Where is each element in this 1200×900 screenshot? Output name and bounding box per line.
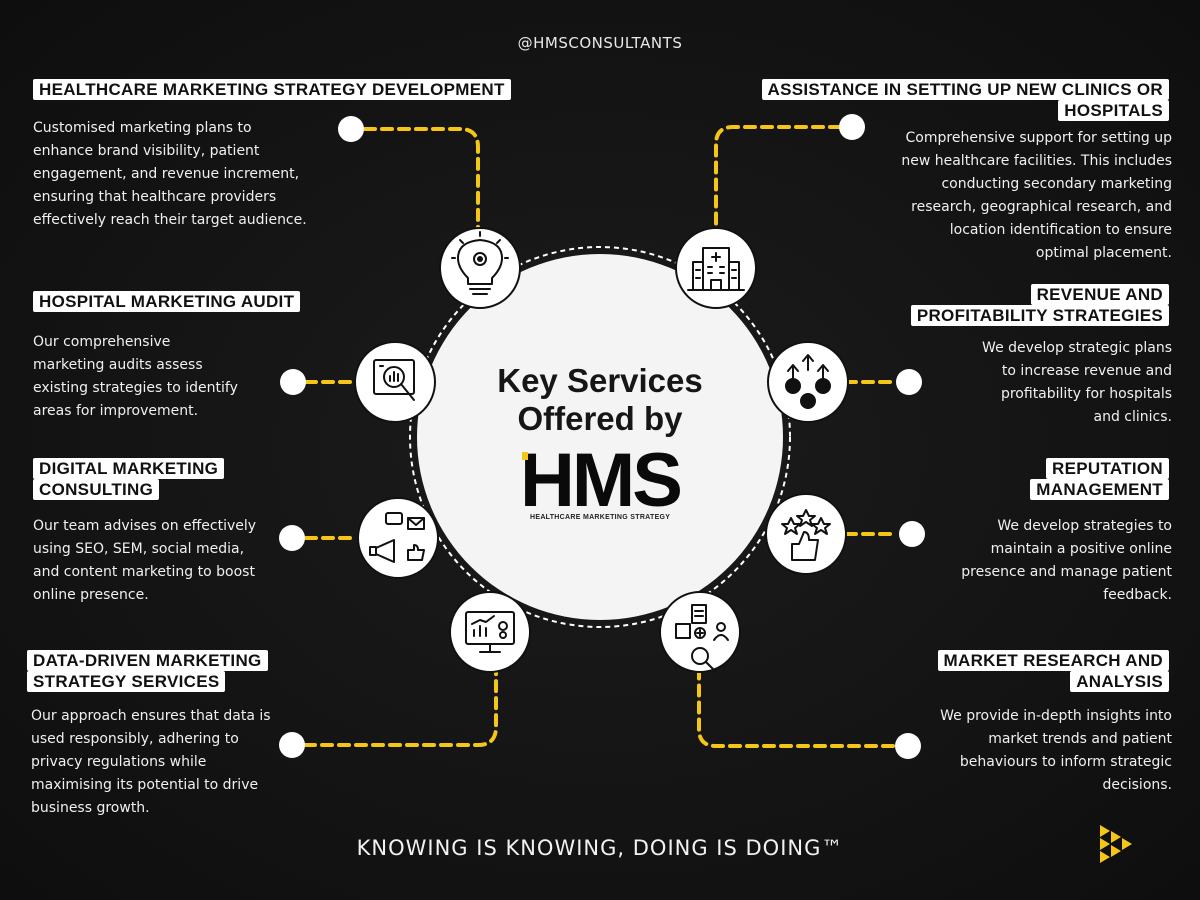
logo-wordmark: HMS <box>520 438 683 523</box>
center-circle-outline <box>409 246 791 628</box>
icon-circle-digital-marketing <box>357 497 439 579</box>
service-title-reputation: REPUTATION MANAGEMENT <box>1030 458 1169 500</box>
service-title-new-clinics: ASSISTANCE IN SETTING UP NEW CLINICS OR … <box>761 79 1169 121</box>
hms-logo: HMS HEALTHCARE MARKETING STRATEGY <box>500 438 700 523</box>
node-dot-digital-marketing <box>279 525 305 551</box>
icon-circle-hospital-audit <box>354 341 436 423</box>
market-research-icon <box>675 604 729 673</box>
node-dot-new-clinics <box>839 114 865 140</box>
node-dot-healthcare-strategy <box>338 116 364 142</box>
service-desc-reputation: We develop strategies to maintain a posi… <box>961 518 1172 603</box>
node-dot-data-driven <box>279 732 305 758</box>
lightbulb-gear-icon <box>451 231 509 295</box>
service-desc-digital-marketing: Our team advises on effectively using SE… <box>33 518 257 603</box>
icon-circle-revenue <box>767 341 849 423</box>
service-title-revenue: REVENUE AND PROFITABILITY STRATEGIES <box>910 284 1169 326</box>
megaphone-social-icon <box>369 512 425 563</box>
revenue-growth-icon <box>785 354 831 409</box>
stars-thumbs-up-icon <box>781 509 831 561</box>
social-handle: @HMSCONSULTANTS <box>517 34 683 52</box>
node-dot-hospital-audit <box>280 369 306 395</box>
service-title-market-research: MARKET RESEARCH AND ANALYSIS <box>937 650 1169 692</box>
logo-accent-mark <box>522 452 529 460</box>
service-desc-revenue: We develop strategic plans to increase r… <box>982 340 1172 425</box>
analytics-monitor-icon <box>465 611 515 653</box>
service-desc-hospital-audit: Our comprehensive marketing audits asses… <box>33 334 238 419</box>
icon-circle-data-driven <box>449 591 531 673</box>
icon-circle-new-clinics <box>675 227 757 309</box>
tagline: KNOWING IS KNOWING, DOING IS DOING™ <box>356 836 844 860</box>
service-desc-data-driven: Our approach ensures that data is used r… <box>31 708 271 816</box>
center-heading: Key Services Offered by <box>440 362 760 438</box>
connector-market-research <box>697 671 895 748</box>
service-desc-healthcare-strategy: Customised marketing plans to enhance br… <box>33 120 307 228</box>
service-desc-new-clinics: Comprehensive support for setting up new… <box>901 130 1172 261</box>
icon-circle-reputation <box>765 493 847 575</box>
service-title-digital-marketing: DIGITAL MARKETING CONSULTING <box>33 458 225 500</box>
service-title-hospital-audit: HOSPITAL MARKETING AUDIT <box>33 291 301 312</box>
node-dot-reputation <box>899 521 925 547</box>
service-desc-market-research: We provide in-depth insights into market… <box>940 708 1172 793</box>
service-title-data-driven: DATA-DRIVEN MARKETING STRATEGY SERVICES <box>27 650 268 692</box>
audit-magnifier-icon <box>373 359 415 401</box>
connector-data-driven <box>303 671 498 747</box>
node-dot-market-research <box>895 733 921 759</box>
connector-new-clinics <box>714 125 842 232</box>
center-heading-line-2: Offered by <box>517 400 683 437</box>
node-dot-revenue <box>896 369 922 395</box>
logo-subtitle: HEALTHCARE MARKETING STRATEGY <box>530 514 671 521</box>
service-title-healthcare-strategy: HEALTHCARE MARKETING STRATEGY DEVELOPMEN… <box>33 79 511 100</box>
yellow-triangles-logo-icon <box>1100 825 1132 863</box>
connector-healthcare-strategy <box>363 127 480 232</box>
center-circle <box>417 254 783 620</box>
center-heading-line-1: Key Services <box>497 362 703 399</box>
hospital-building-icon <box>687 247 745 291</box>
